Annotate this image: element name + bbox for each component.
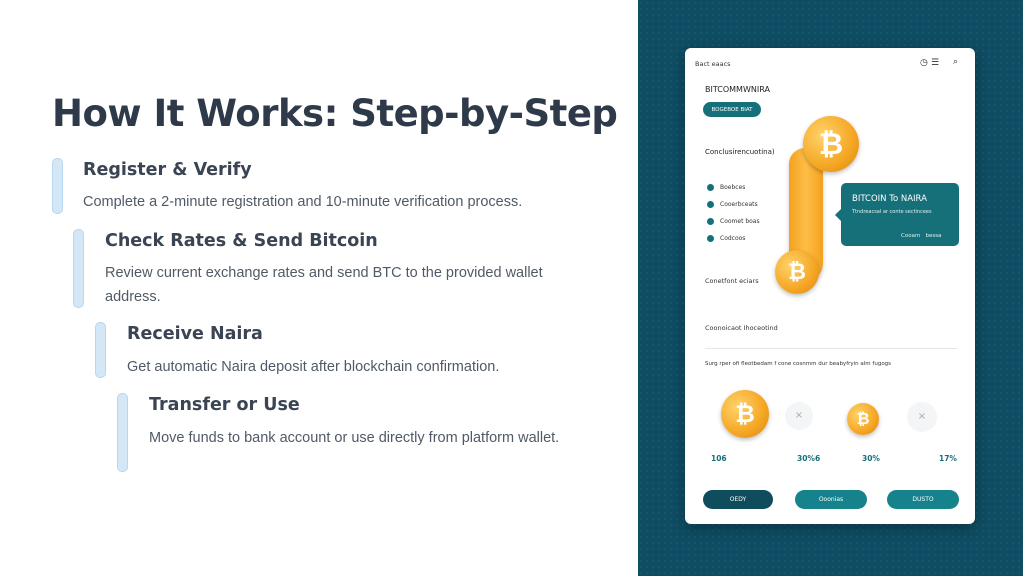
step-2: Check Rates & Send Bitcoin Review curren… xyxy=(73,229,613,311)
list-bullet xyxy=(707,184,714,191)
search-icon: ⌕ xyxy=(953,57,959,67)
step-description: Review current exchange rates and send B… xyxy=(105,265,543,305)
bitcoin-icon: ₿ xyxy=(847,403,879,435)
mockup-button[interactable]: OEDY xyxy=(703,490,773,509)
mockup-mid-label: Conetfont eciars xyxy=(705,277,759,285)
bitcoin-icon: ₿ xyxy=(803,116,859,172)
clock-icon: ◷ xyxy=(920,58,928,68)
bitcoin-icon: ₿ xyxy=(721,390,769,438)
step-heading: Receive Naira xyxy=(127,324,263,344)
mockup-list-item: Boebces xyxy=(720,184,746,191)
mockup-app-title: BITCOMMWNIRA xyxy=(705,85,770,94)
list-bullet xyxy=(707,201,714,208)
list-bullet xyxy=(707,235,714,242)
slide-title: How It Works: Step-by-Step xyxy=(52,92,618,135)
divider xyxy=(705,348,957,349)
coin-placeholder: × xyxy=(785,402,813,430)
step-indicator xyxy=(117,393,128,472)
slide-content: How It Works: Step-by-Step Register & Ve… xyxy=(52,92,618,475)
step-description: Get automatic Naira deposit after blockc… xyxy=(127,359,500,375)
mockup-top-button[interactable]: BOGEBOE BIAT xyxy=(703,102,761,117)
callout-pointer xyxy=(835,208,842,222)
mockup-section-label: Conclusirencuotina) xyxy=(705,148,775,156)
step-indicator xyxy=(52,158,63,214)
coin-placeholder: × xyxy=(907,402,937,432)
step-description: Move funds to bank account or use direct… xyxy=(149,430,560,446)
step-3: Receive Naira Get automatic Naira deposi… xyxy=(95,322,615,382)
bitcoin-icon: ₿ xyxy=(775,250,819,294)
step-1: Register & Verify Complete a 2-minute re… xyxy=(52,158,612,218)
stat-value: 106 xyxy=(711,454,727,463)
stat-value: 30% xyxy=(862,454,880,463)
list-bullet xyxy=(707,218,714,225)
step-indicator xyxy=(95,322,106,378)
mockup-list-item: Cooerbceats xyxy=(720,201,758,208)
menu-icon: ☰ xyxy=(931,58,940,68)
mockup-list-item: Coomet boas xyxy=(720,218,760,225)
callout-action: Cooam bessa xyxy=(901,233,942,239)
step-heading: Check Rates & Send Bitcoin xyxy=(105,231,378,251)
step-heading: Register & Verify xyxy=(83,160,252,180)
stat-value: 17% xyxy=(939,454,957,463)
step-4: Transfer or Use Move funds to bank accou… xyxy=(117,393,617,475)
step-indicator xyxy=(73,229,84,308)
stat-value: 30%6 xyxy=(797,454,821,463)
mockup-header-text: Bact eaacs xyxy=(695,60,731,68)
mockup-section3-label: Surg rper ofi fleotbedam f cone cosnmm d… xyxy=(705,361,892,367)
mockup-list-item: Codcoos xyxy=(720,235,746,242)
app-mockup: Bact eaacs ◷ ☰ ⌕ BITCOMMWNIRA BOGEBOE BI… xyxy=(685,48,975,524)
conversion-callout: BITCOIN To NAIRA Ttndreacsal ar conte se… xyxy=(841,183,959,246)
callout-title: BITCOIN To NAIRA xyxy=(852,194,927,204)
mockup-section2-label: Coonoicaot Ihoceotind xyxy=(705,324,778,332)
step-heading: Transfer or Use xyxy=(149,395,300,415)
step-description: Complete a 2-minute registration and 10-… xyxy=(83,194,523,210)
illustration-panel: Bact eaacs ◷ ☰ ⌕ BITCOMMWNIRA BOGEBOE BI… xyxy=(638,0,1023,576)
mockup-button[interactable]: Ooonias xyxy=(795,490,867,509)
callout-subtitle: Ttndreacsal ar conte sectincees xyxy=(852,209,932,215)
mockup-button[interactable]: DUSTO xyxy=(887,490,959,509)
